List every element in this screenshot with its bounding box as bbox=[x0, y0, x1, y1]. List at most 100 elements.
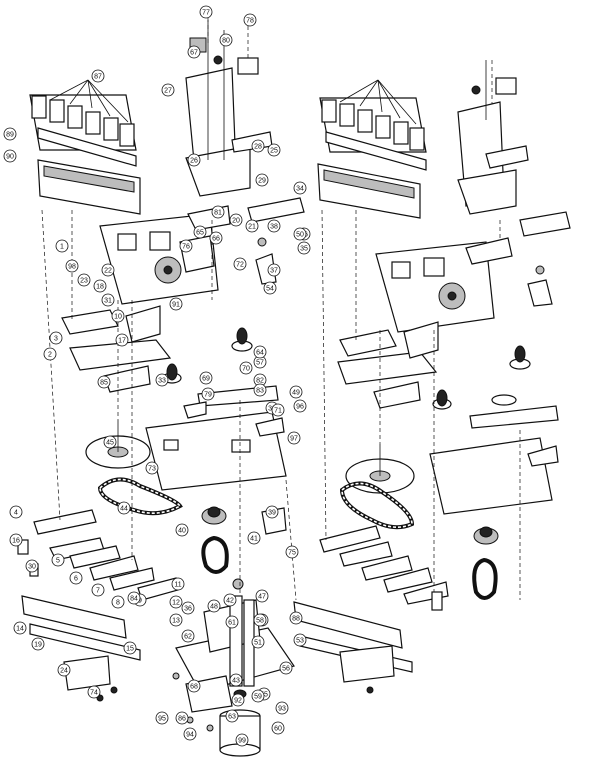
callout-number: 39 bbox=[268, 510, 276, 517]
callout-number: 79 bbox=[204, 392, 212, 399]
callout-circle bbox=[285, 545, 299, 559]
callout-circle bbox=[87, 685, 101, 699]
callout-number: 67 bbox=[190, 50, 198, 57]
callout-circle bbox=[187, 153, 201, 167]
callout-number: 54 bbox=[266, 286, 274, 293]
callout-circle bbox=[271, 721, 285, 735]
left-lower-plate bbox=[21, 595, 141, 702]
right-main-chassis bbox=[375, 211, 571, 333]
callout-number: 92 bbox=[234, 698, 242, 705]
callout-circle bbox=[169, 613, 183, 627]
left-main-chassis bbox=[99, 197, 305, 305]
callout-number: 33 bbox=[158, 378, 166, 385]
right-lower-levers bbox=[319, 525, 449, 611]
callout-circle bbox=[211, 205, 225, 219]
callout-number: 3 bbox=[54, 336, 58, 343]
callout-number: 57 bbox=[256, 360, 264, 367]
callout-circle bbox=[161, 83, 175, 97]
callout-number: 4 bbox=[14, 510, 18, 517]
callout-number: 66 bbox=[212, 236, 220, 243]
callout-number: 35 bbox=[300, 246, 308, 253]
callout-circle bbox=[263, 281, 277, 295]
callout-circle bbox=[111, 309, 125, 323]
callout-circle bbox=[171, 577, 185, 591]
callout-circle bbox=[289, 385, 303, 399]
callout-number: 27 bbox=[164, 88, 172, 95]
callout-circle bbox=[271, 403, 285, 417]
callout-circle bbox=[275, 701, 289, 715]
callout-circle bbox=[265, 505, 279, 519]
callout-circle bbox=[169, 297, 183, 311]
callout-circle bbox=[293, 227, 307, 241]
callout-circle bbox=[181, 629, 195, 643]
callout-number: 61 bbox=[228, 620, 236, 627]
callout-circle bbox=[253, 613, 267, 627]
callout-circle bbox=[25, 559, 39, 573]
callout-circle bbox=[235, 733, 249, 747]
callout-circle bbox=[77, 273, 91, 287]
callout-number: 17 bbox=[118, 338, 126, 345]
callout-number: 20 bbox=[232, 218, 240, 225]
callout-circle bbox=[175, 523, 189, 537]
callout-number: 36 bbox=[184, 606, 192, 613]
callout-number: 63 bbox=[228, 714, 236, 721]
callout-number: 26 bbox=[190, 158, 198, 165]
callout-number: 43 bbox=[232, 678, 240, 685]
callout-number: 28 bbox=[254, 144, 262, 151]
left-key-row bbox=[29, 94, 141, 215]
callout-circle bbox=[207, 599, 221, 613]
callout-number: 65 bbox=[196, 230, 204, 237]
callout-number: 18 bbox=[96, 284, 104, 291]
callout-circle bbox=[253, 383, 267, 397]
callout-circle bbox=[127, 591, 141, 605]
callout-number: 78 bbox=[246, 18, 254, 25]
callout-number: 22 bbox=[104, 268, 112, 275]
callout-number: 62 bbox=[184, 634, 192, 641]
callout-circle bbox=[239, 361, 253, 375]
callout-number: 95 bbox=[158, 716, 166, 723]
callout-circle bbox=[297, 241, 311, 255]
callout-circle bbox=[9, 533, 23, 547]
callout-circle bbox=[209, 231, 223, 245]
callout-number: 34 bbox=[296, 186, 304, 193]
right-lower-plate bbox=[293, 601, 413, 694]
callout-number: 53 bbox=[296, 638, 304, 645]
callout-number: 9 bbox=[138, 598, 142, 605]
callout-circle bbox=[187, 45, 201, 59]
callout-number: 23 bbox=[80, 278, 88, 285]
callout-number: 10 bbox=[114, 314, 122, 321]
callout-number: 60 bbox=[274, 726, 282, 733]
callout-number: 91 bbox=[172, 302, 180, 309]
callout-circle bbox=[187, 679, 201, 693]
callout-circle bbox=[3, 127, 17, 141]
callout-number: 14 bbox=[16, 626, 24, 633]
left-mechanism bbox=[17, 20, 305, 702]
callout-number: 89 bbox=[6, 132, 14, 139]
callout-circle bbox=[93, 279, 107, 293]
callout-circle bbox=[251, 635, 265, 649]
callout-circle bbox=[101, 293, 115, 307]
callout-circle bbox=[117, 501, 131, 515]
left-head-bracket bbox=[185, 20, 273, 197]
callout-number: 94 bbox=[186, 732, 194, 739]
callout-circle bbox=[267, 143, 281, 157]
left-linkage bbox=[61, 305, 172, 393]
callout-number: 48 bbox=[210, 604, 218, 611]
callout-number: 75 bbox=[288, 550, 296, 557]
callout-number: 44 bbox=[120, 506, 128, 513]
leader-lines bbox=[41, 18, 521, 601]
callout-number: 96 bbox=[296, 404, 304, 411]
callout-number: 31 bbox=[104, 298, 112, 305]
callout-number: 81 bbox=[214, 210, 222, 217]
callout-number: 64 bbox=[256, 350, 264, 357]
callout-circle bbox=[199, 371, 213, 385]
callout-number: 97 bbox=[290, 436, 298, 443]
callout-circle bbox=[169, 595, 183, 609]
callout-circle bbox=[233, 257, 247, 271]
callout-circle bbox=[251, 689, 265, 703]
callout-number: 7 bbox=[96, 588, 100, 595]
callout-number: 45 bbox=[106, 440, 114, 447]
callout-number: 71 bbox=[274, 408, 282, 415]
callout-number: 68 bbox=[190, 684, 198, 691]
